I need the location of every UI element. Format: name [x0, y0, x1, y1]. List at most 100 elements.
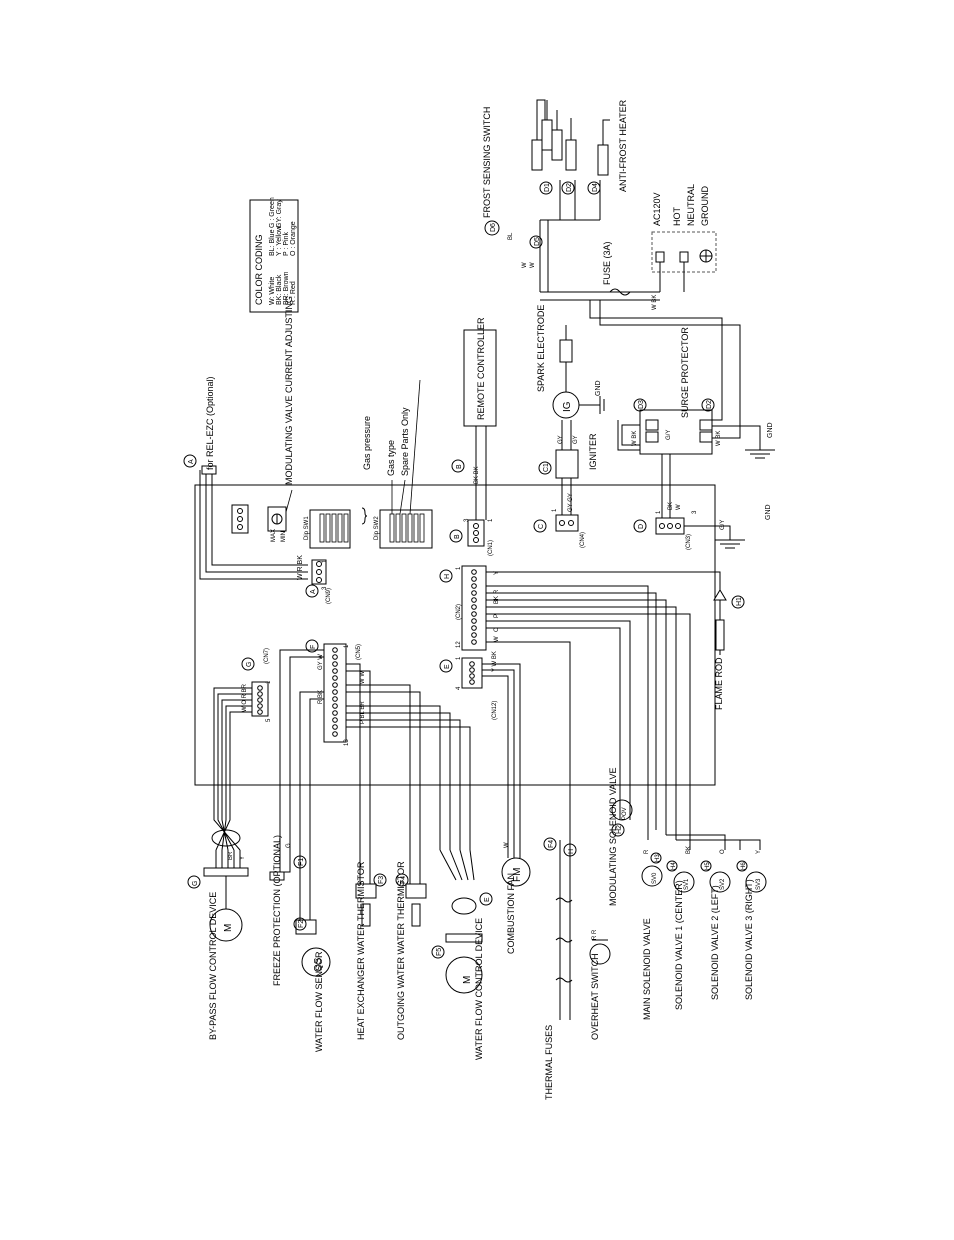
svg-text:MAIN SOLENOID VALVE: MAIN SOLENOID VALVE	[642, 918, 652, 1020]
color-entry: G : Green	[269, 197, 276, 228]
svg-text:COMBUSTION FAN: COMBUSTION FAN	[506, 873, 516, 954]
svg-text:WATER FLOW SENSOR: WATER FLOW SENSOR	[314, 951, 324, 1052]
connector-cn2: H (CN2) 1 12	[439, 565, 487, 651]
svg-text:BY-PASS FLOW CONTROL DEVICE: BY-PASS FLOW CONTROL DEVICE	[208, 892, 218, 1040]
svg-text:D5: D5	[534, 237, 541, 246]
svg-text:Y: Y	[494, 571, 500, 575]
svg-text:MAX: MAX	[271, 529, 277, 542]
svg-text:SV2: SV2	[720, 878, 726, 890]
svg-text:F: F	[310, 645, 317, 649]
svg-text:F4: F4	[400, 876, 407, 884]
svg-text:GND: GND	[767, 422, 774, 438]
connector-cn12: E 1 4 (CN12) Y W BK	[439, 651, 498, 720]
svg-text:E: E	[484, 897, 491, 902]
svg-text:W: W	[522, 262, 528, 268]
color-entry: BK: Black	[276, 274, 283, 305]
svg-text:WATER FLOW CONTROL DEVICE: WATER FLOW CONTROL DEVICE	[474, 918, 484, 1060]
rel-ezc-label: for REL-EZC (Optional)	[205, 376, 215, 470]
spark-electrode	[559, 339, 573, 363]
svg-text:B: B	[454, 534, 461, 539]
svg-text:F4: F4	[548, 840, 555, 848]
svg-text:SV0: SV0	[652, 872, 658, 884]
svg-text:FUSE (3A): FUSE (3A)	[602, 241, 612, 285]
solenoid-valve-3: SV3 H6 SOLENOID VALVE 3 (RIGHT)	[736, 860, 767, 1000]
svg-text:13: 13	[344, 739, 350, 746]
svg-text:Y: Y	[756, 850, 762, 854]
svg-text:H5: H5	[705, 862, 711, 870]
svg-text:1: 1	[456, 656, 462, 660]
svg-text:F1: F1	[298, 858, 305, 866]
svg-text:GY: GY	[558, 435, 564, 444]
connector-cn7: G (CN7) 1 5 W O R BR	[241, 648, 272, 722]
svg-text:E: E	[444, 664, 451, 669]
svg-text:1: 1	[322, 559, 328, 563]
heat-exchanger-thermistor: F3 HEAT EXCHANGER WATER THERMISTOR	[355, 860, 387, 1040]
svg-text:D6: D6	[490, 223, 497, 232]
svg-text:BK: BK	[668, 502, 674, 510]
svg-text:G: G	[246, 662, 253, 667]
svg-text:GND: GND	[765, 504, 772, 520]
solenoid-valve-1: SV1 H4 SOLENOID VALVE 1 (CENTER)	[666, 860, 695, 1010]
svg-text:A: A	[188, 459, 195, 464]
igniter	[555, 449, 579, 479]
svg-text:G/Y: G/Y	[720, 520, 726, 530]
svg-text:BR: BR	[228, 851, 234, 860]
svg-text:IG: IG	[562, 401, 573, 412]
color-entry: P : Pink	[283, 232, 290, 256]
color-entry: Y : Yellow	[276, 225, 283, 256]
dip-sw2: Dip SW2	[374, 509, 433, 549]
color-coding-title: COLOR CODING	[254, 234, 264, 305]
svg-text:W O R BR: W O R BR	[242, 683, 248, 712]
svg-text:1: 1	[488, 518, 494, 522]
svg-text:D: D	[638, 524, 645, 529]
svg-text:SOLENOID VALVE 2 (LEFT): SOLENOID VALVE 2 (LEFT)	[710, 885, 720, 1000]
svg-text:R R: R R	[592, 929, 598, 940]
svg-text:A: A	[310, 589, 317, 594]
svg-text:G: G	[286, 843, 292, 848]
svg-text:R: R	[644, 849, 650, 854]
svg-text:Dip SW2: Dip SW2	[374, 516, 380, 540]
svg-text:SV3: SV3	[756, 878, 762, 890]
svg-text:NEUTRAL: NEUTRAL	[686, 184, 696, 226]
svg-text:QS: QS	[313, 957, 324, 972]
overheat-switch: OVERHEAT SWITCH R R	[589, 929, 611, 1040]
svg-text:W: W	[530, 262, 536, 268]
svg-text:M: M	[462, 976, 473, 984]
gas-pressure-label: Gas pressure	[362, 416, 372, 470]
color-entry: R : Red	[290, 281, 297, 305]
svg-text:(CN4): (CN4)	[580, 532, 586, 548]
svg-text:POV: POV	[622, 807, 628, 820]
color-coding-legend: COLOR CODING W: White BK: Black BR: Brow…	[249, 197, 299, 313]
color-entry: O : Orange	[290, 221, 297, 256]
svg-text:SOLENOID VALVE 1 (CENTER): SOLENOID VALVE 1 (CENTER)	[674, 880, 684, 1010]
svg-text:D2: D2	[706, 400, 713, 409]
svg-text:F5: F5	[436, 948, 443, 956]
svg-text:D3: D3	[638, 400, 645, 409]
svg-text:W: W	[504, 842, 510, 848]
svg-text:(CN2): (CN2)	[456, 604, 462, 620]
svg-text:AC120V: AC120V	[652, 192, 662, 226]
svg-text:FREEZE PROTECTION (OPTIONAL): FREEZE PROTECTION (OPTIONAL)	[272, 835, 282, 986]
remote-controller: REMOTE CONTROLLER	[463, 317, 497, 427]
svg-text:MIN: MIN	[281, 531, 287, 542]
svg-text:R BK: R BK	[318, 690, 324, 704]
svg-text:GY: GY	[573, 435, 579, 444]
svg-text:D2: D2	[566, 183, 573, 192]
svg-text:SOLENOID VALVE 3 (RIGHT): SOLENOID VALVE 3 (RIGHT)	[744, 879, 754, 1000]
modulating-solenoid: H2 POV MODULATING SOLENOID VALVE	[608, 767, 633, 906]
svg-text:BK: BK	[686, 846, 692, 854]
svg-text:Y W BK: Y W BK	[492, 651, 498, 672]
svg-text:G: G	[192, 881, 199, 886]
color-entry: W: White	[269, 277, 276, 305]
svg-text:H6: H6	[741, 862, 747, 870]
test-connector	[231, 504, 249, 534]
svg-text:(CN7): (CN7)	[264, 648, 270, 664]
svg-text:C: C	[538, 524, 545, 529]
svg-text:H3: H3	[655, 854, 661, 862]
svg-text:F3: F3	[378, 876, 385, 884]
svg-text:D1: D1	[544, 183, 551, 192]
svg-text:W: W	[494, 636, 500, 642]
water-flow-control: M F5 WATER FLOW CONTROL DEVICE	[431, 849, 484, 1060]
